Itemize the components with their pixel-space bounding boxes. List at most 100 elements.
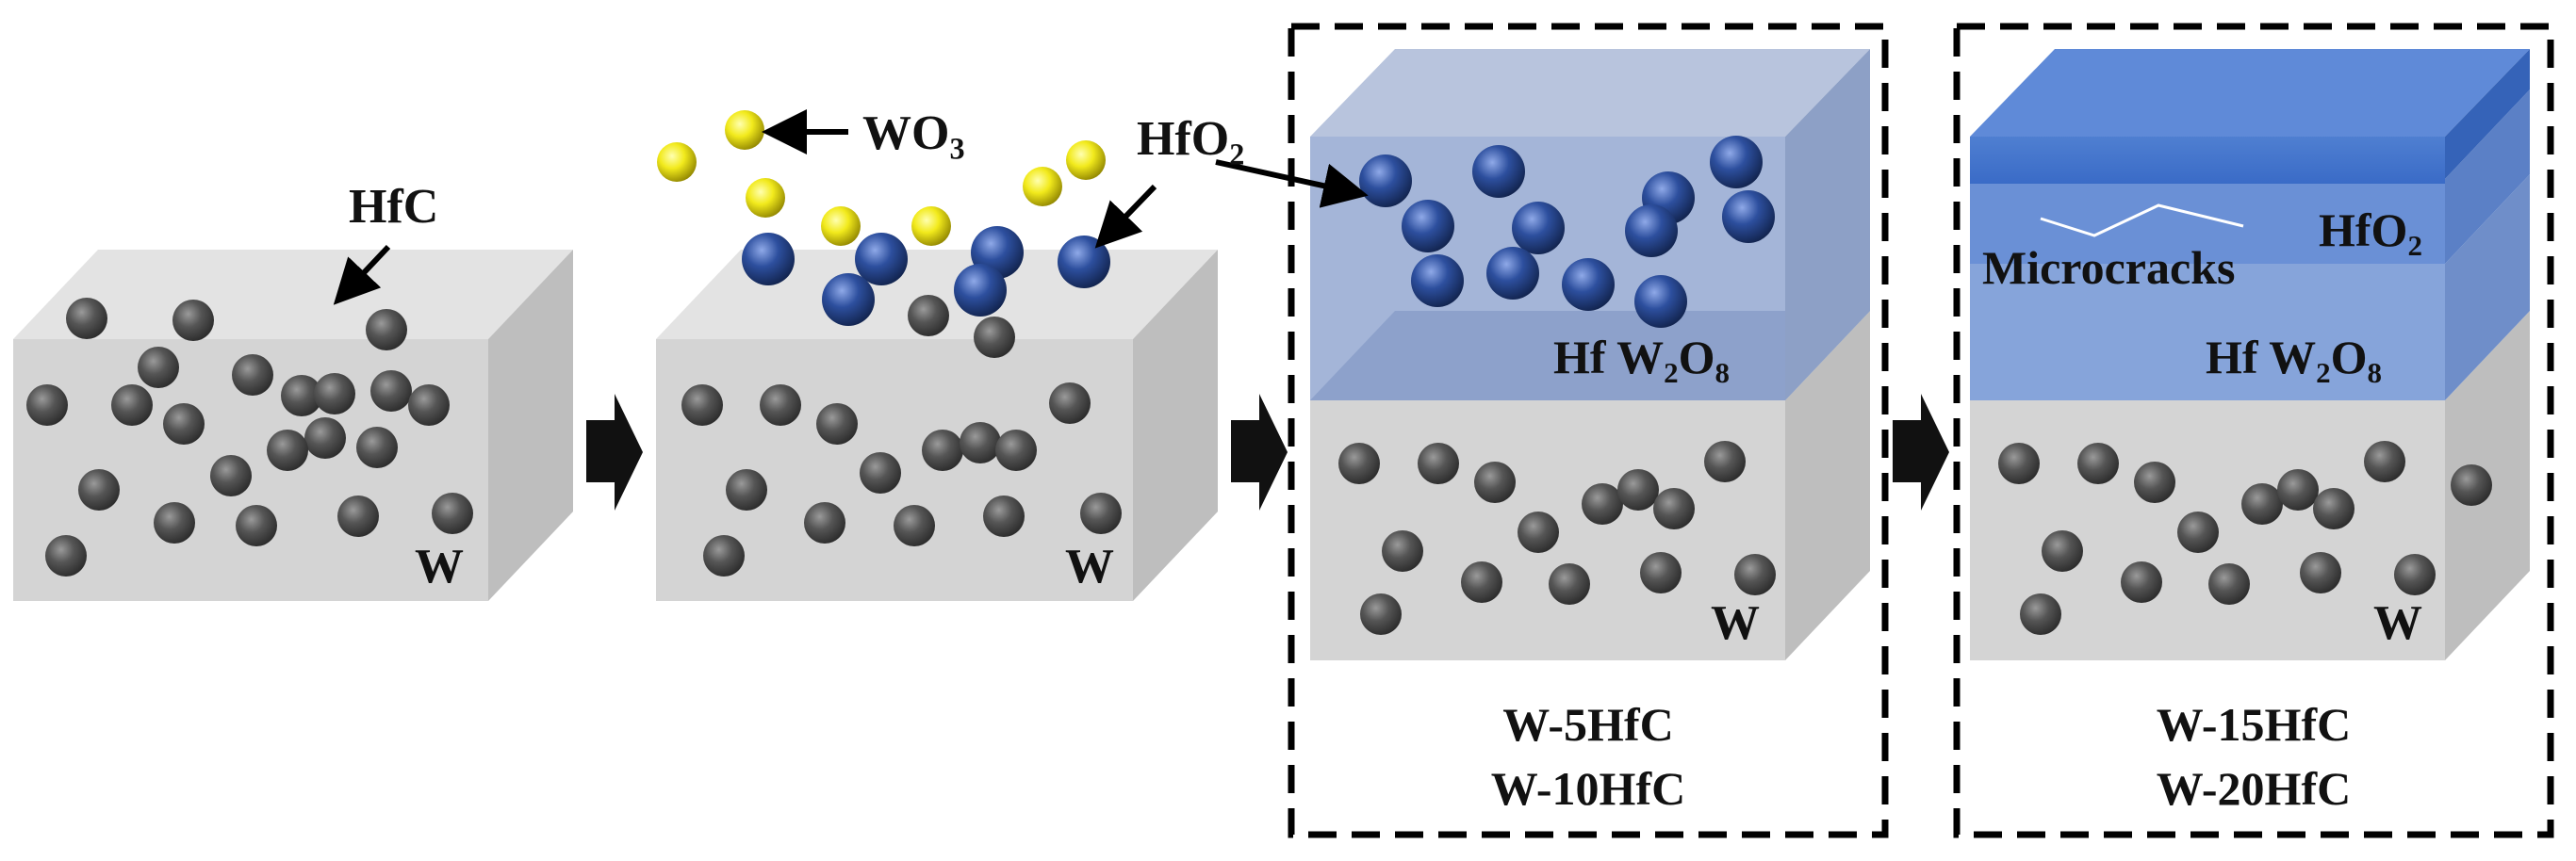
wo3-particle bbox=[725, 110, 764, 150]
hfc-particle bbox=[78, 469, 120, 511]
hfc-particle bbox=[236, 505, 277, 546]
hfw2o8-stage4-mid: O bbox=[2330, 331, 2368, 383]
hfc-particle bbox=[1582, 483, 1623, 525]
hfc-particle bbox=[1049, 382, 1091, 424]
wo3-particle bbox=[657, 142, 697, 182]
stage3-substrate-label: W bbox=[1711, 596, 1760, 650]
hfo2-particle bbox=[1402, 200, 1454, 252]
hfo2-particle bbox=[1722, 190, 1775, 243]
hfc-particle bbox=[1704, 441, 1746, 482]
hfc-particle bbox=[1360, 593, 1402, 635]
hfc-particle bbox=[804, 502, 845, 544]
stage4-hfo2-top bbox=[1970, 49, 2530, 137]
hfc-particle bbox=[2121, 561, 2162, 603]
stage2-substrate-label: W bbox=[1065, 540, 1114, 593]
hfc-particle bbox=[1382, 530, 1423, 572]
stage-arrow-1-icon bbox=[586, 394, 643, 511]
stage3-oxide-side bbox=[1785, 49, 1870, 400]
hfw2o8-stage4-sub2: 8 bbox=[2367, 355, 2383, 389]
stage3-dashed-frame bbox=[1288, 23, 1889, 838]
hfc-particle bbox=[432, 493, 473, 534]
stage2-block-side bbox=[1133, 250, 1218, 601]
hfc-particle bbox=[1998, 443, 2040, 484]
stage4-hfo2-side bbox=[2445, 49, 2530, 179]
hfc-particle bbox=[922, 430, 963, 471]
hfo2-label-stage2-sub: 2 bbox=[1229, 137, 1245, 171]
hfo2-stage4-main: HfO bbox=[2319, 203, 2408, 256]
hfc-particle bbox=[1080, 493, 1122, 534]
hfc-particle bbox=[138, 347, 179, 388]
wo3-particle bbox=[821, 206, 861, 246]
hfc-particle bbox=[2020, 593, 2061, 635]
hfc-particle bbox=[111, 384, 153, 426]
stage4-interface-side bbox=[2445, 89, 2530, 264]
stage1-substrate-label: W bbox=[415, 540, 464, 593]
hfc-particle bbox=[408, 384, 450, 426]
hfc-particle bbox=[267, 430, 308, 471]
hfo2-particle bbox=[742, 233, 795, 285]
hfc-particle bbox=[26, 384, 68, 426]
hfo2-particle bbox=[1472, 145, 1525, 198]
hfc-particle bbox=[1461, 561, 1502, 603]
hfo2-label-stage4: HfO2 bbox=[2319, 203, 2422, 260]
hfc-particle bbox=[337, 495, 379, 537]
hfw2o8-label-stage4: Hf W2O8 bbox=[2206, 330, 2382, 387]
hfw2o8-label-stage3: Hf W2O8 bbox=[1553, 330, 1730, 387]
hfc-particle bbox=[172, 300, 214, 341]
hfc-particle bbox=[304, 417, 346, 459]
hfo2-particle bbox=[1411, 254, 1464, 307]
hfc-particle bbox=[726, 469, 767, 511]
wo3-label: WO3 bbox=[862, 106, 965, 163]
microcracks-label: Microcracks bbox=[1982, 241, 2236, 294]
hfc-particle bbox=[1549, 563, 1590, 605]
hfo2-label-stage2: HfO2 bbox=[1137, 111, 1244, 169]
hfc-particle bbox=[894, 505, 935, 546]
hfc-particle bbox=[960, 422, 1001, 463]
stage4-substrate-label: W bbox=[2373, 596, 2422, 650]
hfc-particle bbox=[2177, 512, 2219, 553]
hfc-particle bbox=[1734, 554, 1776, 595]
hfc-particle bbox=[1338, 443, 1380, 484]
stage2-wo3-particles bbox=[657, 110, 1106, 246]
hfc-particle bbox=[1418, 443, 1459, 484]
hfw2o8-stage3-sub1: 2 bbox=[1664, 355, 1679, 389]
wo3-particle bbox=[746, 178, 785, 218]
hfc-particle bbox=[995, 430, 1037, 471]
hfc-particle bbox=[154, 502, 195, 544]
hfo2-particle bbox=[1486, 247, 1539, 300]
hfc-pointer-arrow-icon bbox=[333, 244, 391, 305]
hfc-particle bbox=[860, 452, 901, 494]
hfc-particle bbox=[163, 403, 205, 445]
hfc-particle bbox=[2208, 563, 2250, 605]
hfc-particle bbox=[1474, 462, 1516, 503]
hfc-particle bbox=[2451, 464, 2492, 506]
hfc-particle bbox=[2394, 554, 2436, 595]
hfo2-pointer-arrow-stage2-icon bbox=[1094, 184, 1157, 249]
stage2-hfo2-particles bbox=[742, 226, 1110, 326]
stage4-dashed-frame bbox=[1953, 23, 2554, 838]
hfc-particle bbox=[2241, 483, 2283, 525]
stage3-caption-line2: W-10HfC bbox=[1490, 762, 1686, 815]
stage3-oxide-top bbox=[1310, 49, 1870, 137]
stage1-block-top bbox=[13, 250, 573, 339]
hfc-particle bbox=[2077, 443, 2119, 484]
hfc-particle bbox=[281, 375, 322, 416]
stage4-hfo2-front bbox=[1970, 137, 2445, 184]
stage3-caption-line1: W-5HfC bbox=[1502, 698, 1674, 751]
hfc-particle bbox=[983, 495, 1025, 537]
hfc-particle bbox=[703, 535, 745, 577]
stage4-hfw2o8-side bbox=[2445, 174, 2530, 400]
hfo2-particle bbox=[855, 233, 908, 285]
wo3-particle bbox=[1023, 167, 1062, 206]
hfc-particle bbox=[2042, 530, 2083, 572]
stage3-hfw2o8-layer bbox=[1310, 311, 1785, 400]
hfc-particle bbox=[1617, 469, 1659, 511]
stage-arrow-3-icon bbox=[1893, 394, 1949, 511]
hfc-particle bbox=[2313, 488, 2354, 529]
hfc-particle bbox=[2134, 462, 2175, 503]
hfo2-particle bbox=[1058, 236, 1110, 288]
hfo2-particle bbox=[822, 273, 875, 326]
hfo2-particle bbox=[954, 264, 1007, 317]
hfc-particle bbox=[232, 354, 273, 396]
